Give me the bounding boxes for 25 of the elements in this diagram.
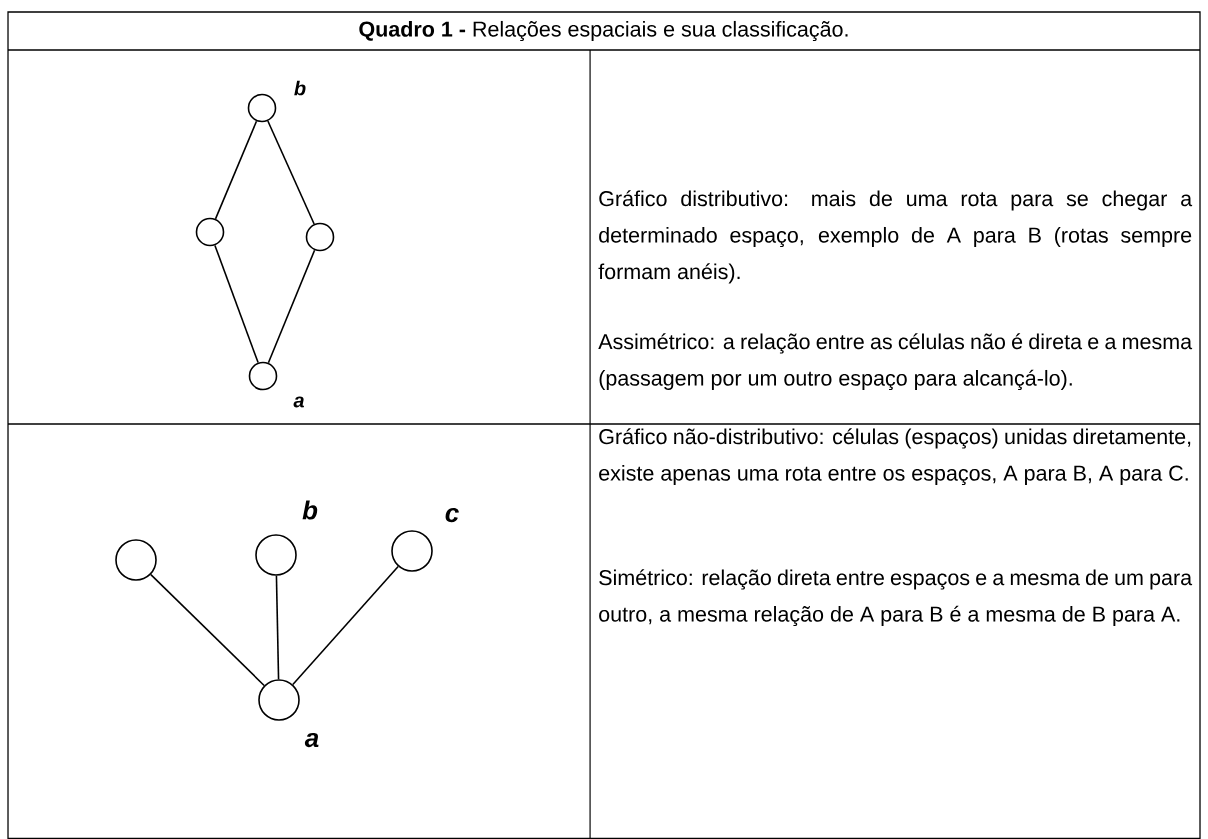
circle-node: [248, 361, 278, 391]
circle-node: [115, 539, 157, 581]
connector-line: [214, 120, 258, 220]
circle-node: [305, 222, 335, 252]
table-title: Quadro 1 - Relações espaciais e sua classificação.: [359, 20, 848, 42]
description-text: Gráfico distributivo: mais de uma rota para se chegar a determinado espaço, exemplo de A para B (rotas sempre formam anéis).: [598, 190, 1193, 284]
node-letter: b: [294, 80, 306, 96]
description-text: Assimétrico: a relação entre as células não é direta e a mesma (passagem por um outro espaço para alcançá-lo).: [598, 333, 1193, 391]
node-letter: a: [293, 396, 304, 408]
description-text: Simétrico: relação direta entre espaços e a mesma de um para outro, a mesma relação de A para B é a mesma de B para A.: [599, 569, 1193, 627]
circle-node: [247, 93, 277, 123]
circle-node: [391, 530, 433, 572]
connector-line: [150, 573, 265, 687]
node-letter: b: [302, 500, 318, 520]
circle-node: [258, 679, 300, 721]
connector-line: [275, 575, 280, 680]
connector-line: [267, 120, 315, 225]
connector-line: [292, 565, 399, 686]
circle-node: [255, 534, 297, 576]
node-letter: a: [304, 732, 319, 748]
description-text: Gráfico não-distributivo: células (espaços) unidas diretamente, existe apenas uma rota entre os espaços, A para B, A para C.: [599, 428, 1191, 486]
circle-node: [195, 217, 225, 247]
connector-line: [267, 249, 316, 364]
connector-line: [214, 244, 259, 364]
node-letter: c: [445, 507, 459, 523]
